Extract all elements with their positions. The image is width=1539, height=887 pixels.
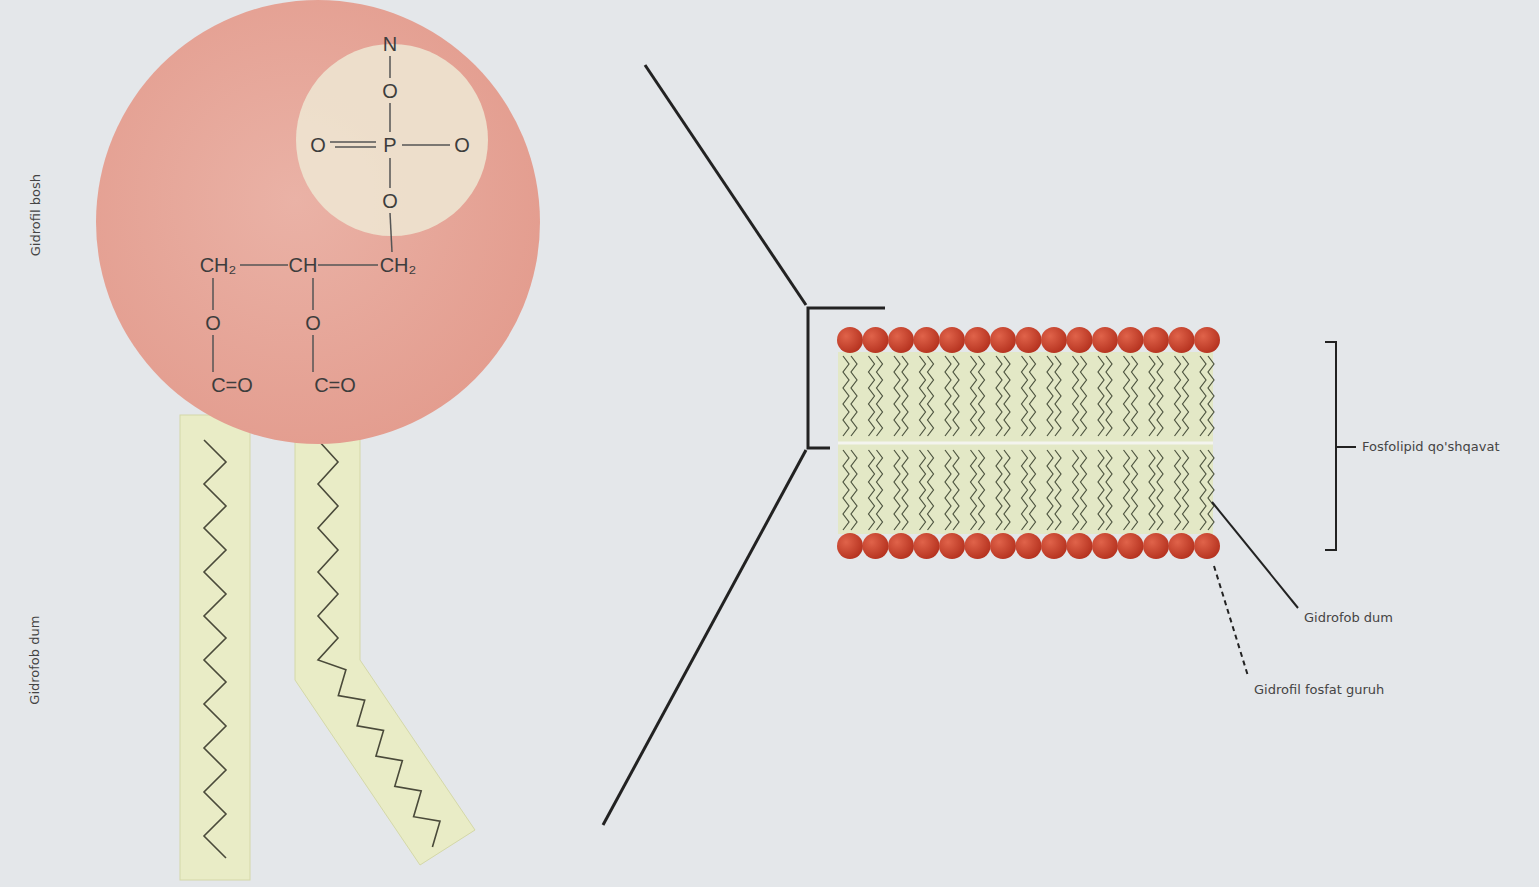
phosphate-group: [296, 44, 488, 236]
chemical-bonds: [213, 56, 450, 372]
atom-label: O: [454, 134, 470, 156]
part-label: Gidrofil fosfat guruh: [1254, 683, 1384, 697]
atom-label: O: [310, 134, 326, 156]
atom-label: O: [305, 312, 321, 334]
atom-label: O: [205, 312, 221, 334]
atom-label: C=O: [211, 374, 253, 396]
atom-label: CH: [289, 254, 318, 276]
side-label: Gidrofil bosh: [29, 174, 43, 256]
hydrophilic-head: [96, 0, 540, 444]
phospholipid-bilayer: [837, 327, 1220, 559]
atom-label: P: [383, 134, 396, 156]
part-label: Fosfolipid qo'shqavat: [1362, 440, 1500, 454]
leader-lines: [1212, 342, 1356, 676]
fatty-acid-tails: [180, 415, 475, 880]
atom-label: O: [382, 80, 398, 102]
atom-label: O: [382, 190, 398, 212]
atom-label: C=O: [314, 374, 356, 396]
atom-label: CH₂: [380, 254, 417, 276]
atom-label: CH₂: [200, 254, 237, 276]
part-label: Gidrofob dum: [1304, 611, 1393, 625]
atom-label: N: [383, 33, 397, 55]
side-label: Gidrofob dum: [29, 615, 43, 704]
